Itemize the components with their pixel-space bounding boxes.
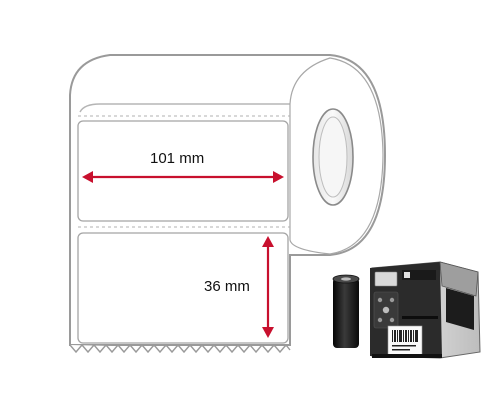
- label-1: [77, 120, 289, 222]
- printed-label: [387, 325, 423, 357]
- ink-ribbon: [332, 274, 360, 348]
- width-dimension-arrow: [82, 171, 284, 183]
- roll-torn-edge: [69, 343, 291, 354]
- height-dimension-arrow: [262, 236, 274, 338]
- printer-display: [374, 271, 398, 287]
- label-width-text: 101 mm: [150, 150, 205, 167]
- label-height-text: 36 mm: [204, 278, 250, 295]
- label-printer: [370, 261, 481, 359]
- label-2: [77, 232, 289, 344]
- label-roll: [69, 54, 387, 354]
- roll-core-inner: [318, 116, 348, 198]
